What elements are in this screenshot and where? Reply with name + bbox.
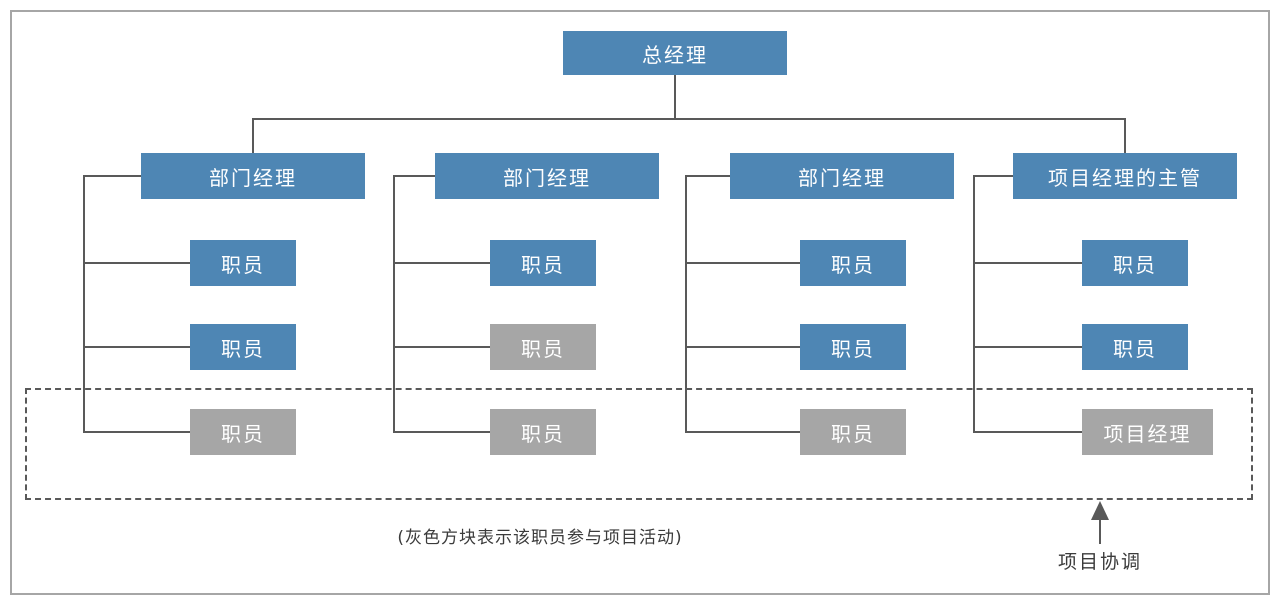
node-staff-3-1: 职员 <box>800 240 906 286</box>
node-staff-1-1: 职员 <box>190 240 296 286</box>
connector-col2-branch-3 <box>393 431 490 433</box>
node-dept-manager-2: 部门经理 <box>435 153 659 199</box>
arrow-up-icon <box>1091 501 1109 520</box>
node-dept-manager-3: 部门经理 <box>730 153 954 199</box>
outer-frame <box>10 10 1270 595</box>
connector-col3-branch-2 <box>685 346 800 348</box>
node-project-manager: 项目经理 <box>1082 409 1213 455</box>
connector-col2-branch-1 <box>393 262 490 264</box>
connector-drop-col1 <box>252 118 254 154</box>
connector-col2-stub <box>393 175 435 177</box>
node-staff-2-2: 职员 <box>490 324 596 370</box>
node-dept-manager-1: 部门经理 <box>141 153 365 199</box>
node-staff-2-1: 职员 <box>490 240 596 286</box>
project-boundary-dashed-box <box>25 388 1253 500</box>
node-staff-4-1: 职员 <box>1082 240 1188 286</box>
connector-col1-branch-1 <box>83 262 190 264</box>
connector-col4-branch-2 <box>973 346 1082 348</box>
node-staff-4-2: 职员 <box>1082 324 1188 370</box>
connector-col1-spine <box>83 175 85 433</box>
node-staff-3-3: 职员 <box>800 409 906 455</box>
node-general-manager: 总经理 <box>563 31 787 75</box>
connector-col2-spine <box>393 175 395 433</box>
connector-col3-branch-3 <box>685 431 800 433</box>
connector-col3-stub <box>685 175 730 177</box>
connector-main-horizontal <box>252 118 1126 120</box>
node-staff-3-2: 职员 <box>800 324 906 370</box>
connector-col1-stub <box>83 175 141 177</box>
project-coordination-label: 项目协调 <box>1057 551 1142 573</box>
connector-col4-branch-3 <box>973 431 1082 433</box>
connector-col2-branch-2 <box>393 346 490 348</box>
connector-col3-branch-1 <box>685 262 800 264</box>
connector-drop-col4 <box>1124 118 1126 154</box>
node-staff-1-3: 职员 <box>190 409 296 455</box>
connector-col1-branch-3 <box>83 431 190 433</box>
legend-caption: (灰色方块表示该职员参与项目活动) <box>397 528 683 548</box>
connector-root-drop <box>674 75 676 120</box>
arrow-stem <box>1099 518 1101 544</box>
node-pm-supervisor: 项目经理的主管 <box>1013 153 1237 199</box>
node-staff-1-2: 职员 <box>190 324 296 370</box>
connector-col4-branch-1 <box>973 262 1082 264</box>
connector-col3-spine <box>685 175 687 433</box>
connector-col1-branch-2 <box>83 346 190 348</box>
connector-col4-stub <box>973 175 1013 177</box>
node-staff-2-3: 职员 <box>490 409 596 455</box>
connector-col4-spine <box>973 175 975 433</box>
